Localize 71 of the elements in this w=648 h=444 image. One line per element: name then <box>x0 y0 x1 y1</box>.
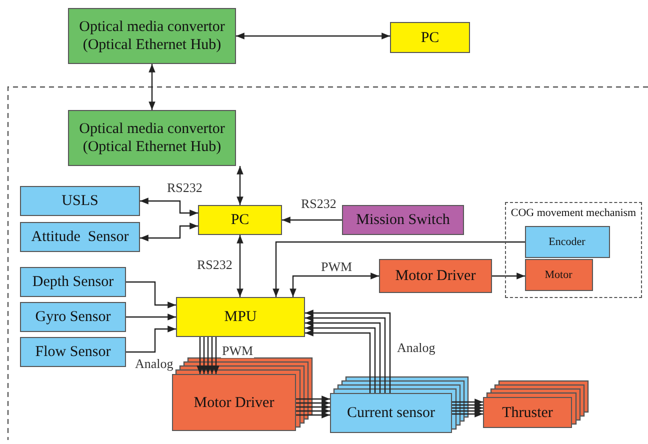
process-box <box>20 222 140 252</box>
box-label: Motor <box>544 268 572 283</box>
arrow <box>452 398 483 406</box>
box-label: Gyro Sensor <box>35 308 111 326</box>
arrow <box>204 337 212 374</box>
stacked-box <box>172 374 296 431</box>
arrow <box>296 404 330 410</box>
process-box <box>20 337 126 367</box>
arrow <box>126 326 176 353</box>
process-box <box>390 22 470 53</box>
process-box <box>524 226 610 258</box>
box-label: Optical media convertor (Optical Ethernet Hub) <box>78 120 226 156</box>
arrow <box>272 241 525 297</box>
edge-label: RS232 <box>196 258 234 272</box>
box-label: Flow Sensor <box>35 343 111 361</box>
box-label: USLS <box>62 192 98 210</box>
box-label: PC <box>230 211 250 229</box>
process-box <box>379 259 492 293</box>
box-label: Encoder <box>548 235 586 250</box>
arrow <box>126 314 176 320</box>
arrow <box>140 222 198 242</box>
process-box <box>524 258 592 290</box>
process-box <box>342 205 464 235</box>
arrow <box>296 400 330 406</box>
arrow <box>452 410 483 418</box>
edge-label: Analog <box>396 341 436 355</box>
arrow <box>452 404 483 412</box>
arrow <box>236 235 244 297</box>
arrow <box>236 166 244 205</box>
arrow <box>296 396 330 402</box>
arrow <box>296 408 330 414</box>
arrow <box>212 337 220 374</box>
process-box <box>176 297 305 337</box>
arrow <box>452 408 483 414</box>
arrow <box>290 272 379 297</box>
edge-label: PWM <box>221 344 254 358</box>
process-box <box>20 302 126 332</box>
arrow <box>126 281 176 308</box>
arrow <box>148 64 156 110</box>
process-box <box>198 205 282 235</box>
stacked-box <box>483 397 572 428</box>
box-label: Mission Switch <box>356 211 450 229</box>
arrow <box>208 337 216 374</box>
edge-label: RS232 <box>166 181 204 195</box>
edge-label: PWM <box>320 260 354 274</box>
edge-label: RS232 <box>300 197 338 211</box>
arrow <box>282 216 342 224</box>
arrow <box>236 32 390 40</box>
box-label: Current sensor <box>347 404 435 422</box>
process-box <box>20 186 140 216</box>
box-label: Thruster <box>502 404 553 422</box>
stacked-box <box>330 393 452 433</box>
arrow <box>492 272 525 280</box>
group-box <box>505 202 642 298</box>
box-label: Motor Driver <box>194 394 274 412</box>
box-label: PC <box>420 28 440 46</box>
box-label: MPU <box>224 308 257 326</box>
box-label: Optical media convertor (Optical Ethernet Hub) <box>78 18 226 54</box>
box-label: Depth Sensor <box>32 273 114 291</box>
box-label: Motor Driver <box>395 267 476 285</box>
arrow <box>200 337 208 374</box>
process-box <box>68 8 236 64</box>
arrow <box>196 337 204 374</box>
process-box <box>20 267 126 297</box>
edge-label: Analog <box>134 357 174 371</box>
group-heading: COG movement mechanism <box>510 206 636 221</box>
box-label: Attitude Sensor <box>31 228 129 246</box>
process-box <box>68 110 236 166</box>
arrow <box>452 402 483 408</box>
arrow <box>140 198 198 216</box>
arrow <box>296 412 330 418</box>
